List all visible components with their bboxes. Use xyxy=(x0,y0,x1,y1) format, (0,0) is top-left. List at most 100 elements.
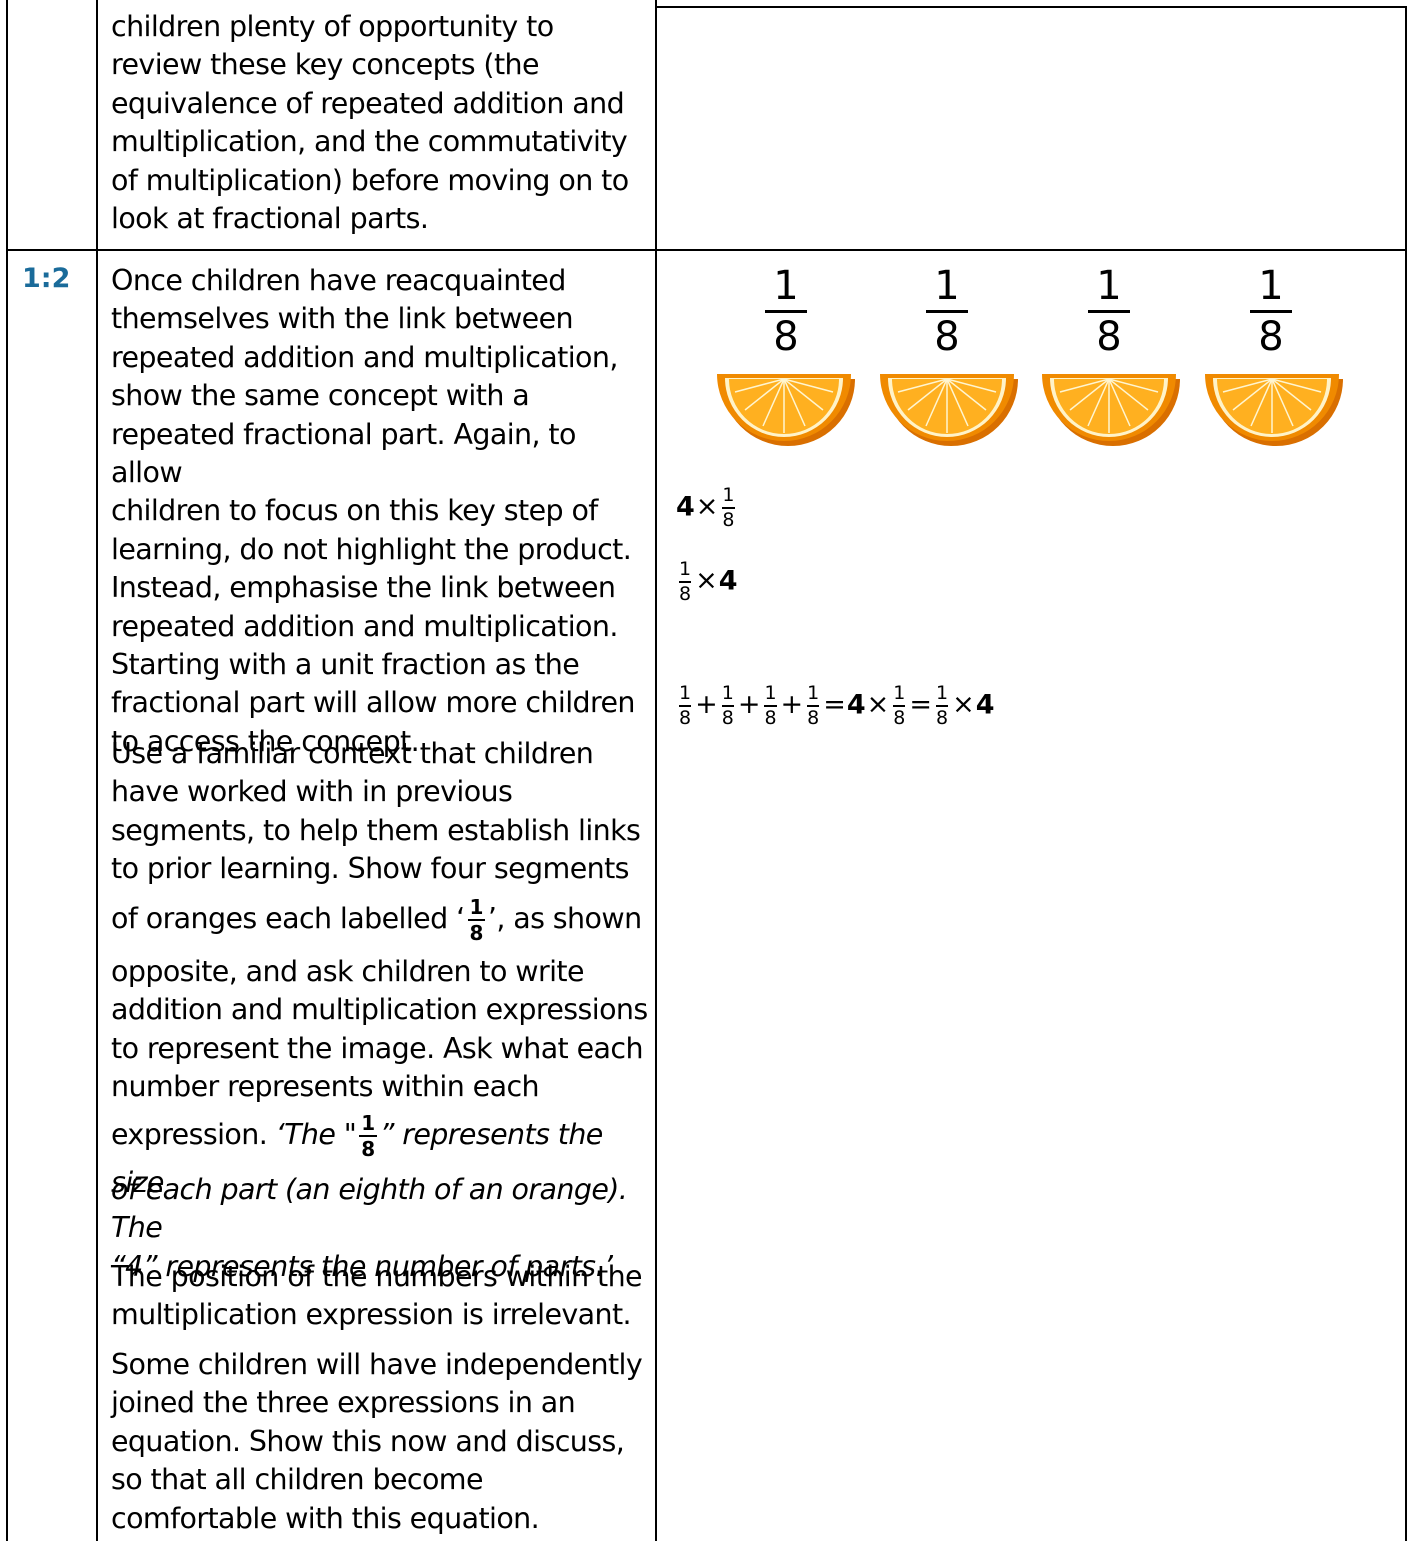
text-line: Some children will have independently xyxy=(111,1348,643,1381)
text-line: to prior learning. Show four segments xyxy=(111,852,630,886)
text-line: look at fractional parts. xyxy=(111,202,429,236)
quote-start: ‘The " xyxy=(275,1118,357,1151)
times-sign: × xyxy=(695,491,719,523)
fraction-bar xyxy=(359,1135,377,1137)
fraction-bar xyxy=(467,919,485,921)
text-line: repeated fractional part. Again, to allo… xyxy=(111,417,576,490)
fraction-bar xyxy=(926,310,968,313)
text-line: opposite, and ask children to write xyxy=(111,955,585,988)
table-border-left xyxy=(6,0,8,1541)
section-id: 1:2 xyxy=(22,263,71,294)
text-line: of multiplication) before moving on to xyxy=(111,163,629,197)
orange-segment-image xyxy=(1042,374,1180,446)
fraction-numerator: 1 xyxy=(893,682,906,704)
fraction-numerator: 1 xyxy=(679,558,692,580)
text-line: learning, do not highlight the product. xyxy=(111,532,632,566)
fraction-bar xyxy=(721,705,734,707)
orange-label-fraction: 1 8 xyxy=(1246,266,1296,357)
paragraph-context-cont: opposite, and ask children to write addi… xyxy=(111,953,651,1107)
fraction-bar xyxy=(893,705,906,707)
text-line: to access the concept. xyxy=(111,724,420,758)
table-border-top xyxy=(655,6,1407,8)
text-line: Instead, emphasise the link between xyxy=(111,571,616,605)
text-line: Starting with a unit fraction as the xyxy=(111,648,580,682)
fraction-bar xyxy=(936,705,949,707)
fraction-denominator: 8 xyxy=(679,706,692,729)
expression-text: expression. xyxy=(111,1118,276,1151)
fraction-numerator: 1 xyxy=(679,682,692,704)
fraction-numerator: 1 xyxy=(773,263,799,309)
fraction-numerator: 1 xyxy=(469,895,484,919)
fraction-denominator: 8 xyxy=(807,706,820,729)
whole-number: 4 xyxy=(846,689,866,721)
text-line: segments, to help them establish links xyxy=(111,813,641,847)
fraction-denominator: 8 xyxy=(722,508,735,531)
fraction-bar xyxy=(679,705,692,707)
text-line: multiplication expression is irrelevant. xyxy=(111,1298,632,1332)
fraction-denominator: 8 xyxy=(764,706,777,729)
fraction-denominator: 8 xyxy=(1096,314,1122,360)
paragraph-context: Use a familiar context that children hav… xyxy=(111,735,651,889)
equals-sign: = xyxy=(909,689,933,721)
text-line: Once children have reacquainted xyxy=(111,264,566,297)
fraction-numerator: 1 xyxy=(361,1111,375,1135)
orange-segment-image xyxy=(880,374,1018,446)
text-line: repeated addition and multiplication, xyxy=(111,340,618,374)
whole-number: 4 xyxy=(718,565,738,597)
fraction-numerator: 1 xyxy=(807,682,820,704)
times-sign: × xyxy=(952,689,975,721)
text-line: The position of the numbers within the xyxy=(111,1260,643,1293)
text-line: children to focus on this key step of xyxy=(111,494,598,528)
text-line: equation. Show this now and discuss, xyxy=(111,1424,625,1458)
fraction-bar xyxy=(764,705,777,707)
orange-label-fraction: 1 8 xyxy=(761,266,811,357)
text-line: comfortable with this equation. xyxy=(111,1501,540,1535)
text-line: addition and multiplication expressions xyxy=(111,993,648,1027)
text-line: equivalence of repeated addition and xyxy=(111,86,625,120)
fraction-bar xyxy=(1250,310,1292,313)
text-line: of each part (an eighth of an orange). T… xyxy=(111,1173,628,1245)
whole-number: 4 xyxy=(676,491,695,523)
fraction-bar xyxy=(722,507,735,509)
table-row-divider xyxy=(6,249,1407,251)
orange-label-fraction: 1 8 xyxy=(1084,266,1134,357)
fraction-numerator: 1 xyxy=(764,682,777,704)
label-text-after: ’, as shown xyxy=(487,902,642,935)
fraction-denominator: 8 xyxy=(721,706,734,729)
fraction-numerator: 1 xyxy=(1258,263,1284,309)
text-line: review these key concepts (the xyxy=(111,48,540,82)
paragraph-intro: Once children have reacquainted themselv… xyxy=(111,262,651,761)
paragraph-equation: Some children will have independently jo… xyxy=(111,1346,651,1538)
fraction-bar xyxy=(765,310,807,313)
text-line: to represent the image. Ask what each xyxy=(111,1031,644,1065)
text-line: Use a familiar context that children xyxy=(111,737,594,770)
text-line: multiplication, and the commutativity xyxy=(111,125,628,159)
text-line: number represents within each xyxy=(111,1070,540,1104)
label-text-before: of oranges each labelled ‘ xyxy=(111,902,465,935)
fraction-denominator: 8 xyxy=(361,1137,375,1161)
orange-label-fraction: 1 8 xyxy=(922,266,972,357)
text-line: “4” represents the number of parts.’ xyxy=(111,1249,613,1283)
orange-segment-image xyxy=(1205,374,1343,446)
times-sign: × xyxy=(866,689,890,721)
fraction-denominator: 8 xyxy=(893,706,906,729)
table-border-col2 xyxy=(655,0,657,1541)
quote-mid: ” represents the size xyxy=(111,1118,603,1199)
fraction-denominator: 8 xyxy=(936,706,949,729)
fraction-denominator: 8 xyxy=(773,314,799,360)
plus-sign: + xyxy=(737,689,761,721)
table-border-right xyxy=(1405,6,1407,1541)
whole-number: 4 xyxy=(975,689,995,721)
paragraph-position: The position of the numbers within the m… xyxy=(111,1258,651,1335)
orange-segment-image xyxy=(717,374,855,446)
